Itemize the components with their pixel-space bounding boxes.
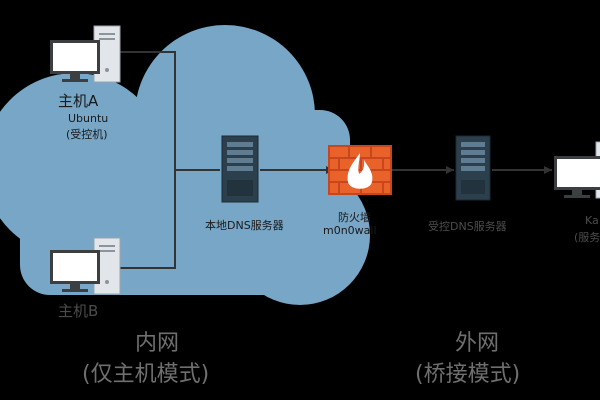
- host-a-computer-icon: [50, 25, 121, 83]
- intranet-zone-title: 内网: [135, 331, 180, 356]
- flame-icon: [347, 153, 373, 189]
- firewall-name-label: 防火墙: [338, 211, 371, 224]
- local-dns-server-icon: [221, 135, 259, 203]
- hosts-bus-link: [120, 51, 176, 269]
- firewall-icon: [328, 145, 392, 195]
- host-a-role-label: (受控机): [66, 128, 108, 141]
- host-a-name-label: 主机A: [58, 92, 99, 110]
- controlled-dns-label: 受控DNS服务器: [428, 220, 507, 233]
- kali-name-label: Ka: [585, 214, 599, 227]
- controlled-dns-server-icon: [455, 135, 491, 201]
- kali-host-computer-icon: [554, 141, 600, 199]
- firewall-product-label: m0n0wall: [323, 224, 377, 237]
- host-b-name-label: 主机B: [58, 302, 99, 320]
- intranet-zone-mode: (仅主机模式): [82, 362, 210, 387]
- kali-role-label: (服务: [574, 231, 600, 244]
- extranet-zone-title: 外网: [455, 331, 500, 356]
- network-links: [120, 51, 552, 269]
- host-a-os-label: Ubuntu: [68, 112, 109, 125]
- extranet-zone-mode: (桥接模式): [415, 362, 521, 387]
- host-b-computer-icon: [50, 237, 121, 295]
- local-dns-label: 本地DNS服务器: [205, 219, 284, 232]
